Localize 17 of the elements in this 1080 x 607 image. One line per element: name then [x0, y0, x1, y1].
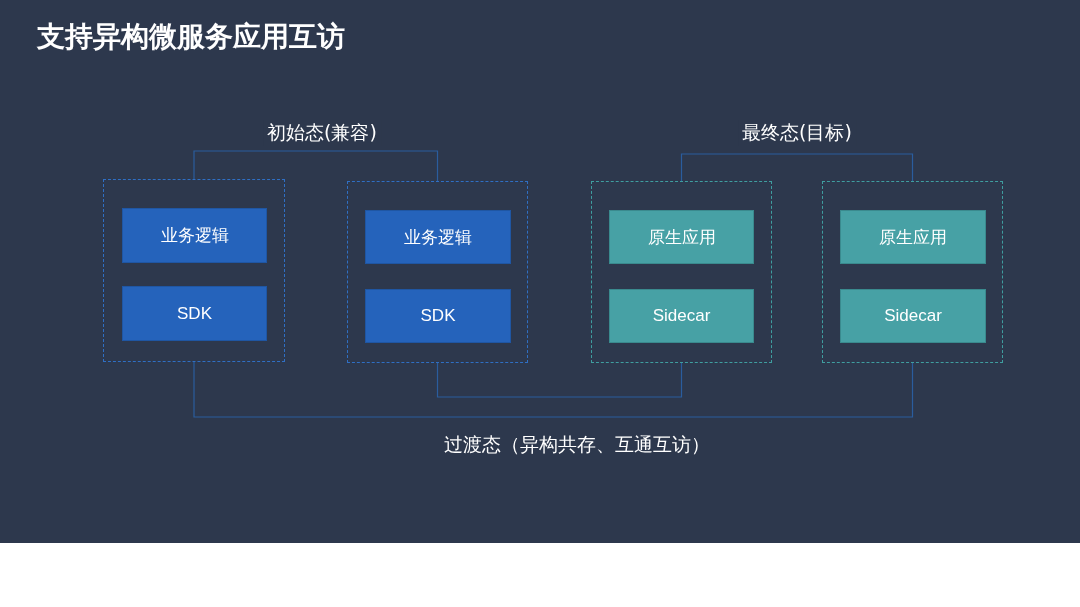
- component-box: 业务逻辑: [365, 210, 511, 264]
- connector-line: [680, 153, 914, 182]
- dashed-container: [591, 181, 772, 363]
- component-box: SDK: [122, 286, 267, 341]
- title: 支持异构微服务应用互访: [37, 19, 345, 55]
- component-box: Sidecar: [840, 289, 986, 343]
- connector-line: [193, 361, 914, 418]
- component-box: Sidecar: [609, 289, 754, 343]
- component-box: 原生应用: [609, 210, 754, 264]
- dashed-container: [347, 181, 528, 363]
- dashed-container: [103, 179, 285, 362]
- connector-line: [436, 362, 683, 398]
- component-box: SDK: [365, 289, 511, 343]
- component-box: 原生应用: [840, 210, 986, 264]
- dashed-container: [822, 181, 1003, 363]
- connector-line: [193, 150, 439, 182]
- component-box: 业务逻辑: [122, 208, 267, 263]
